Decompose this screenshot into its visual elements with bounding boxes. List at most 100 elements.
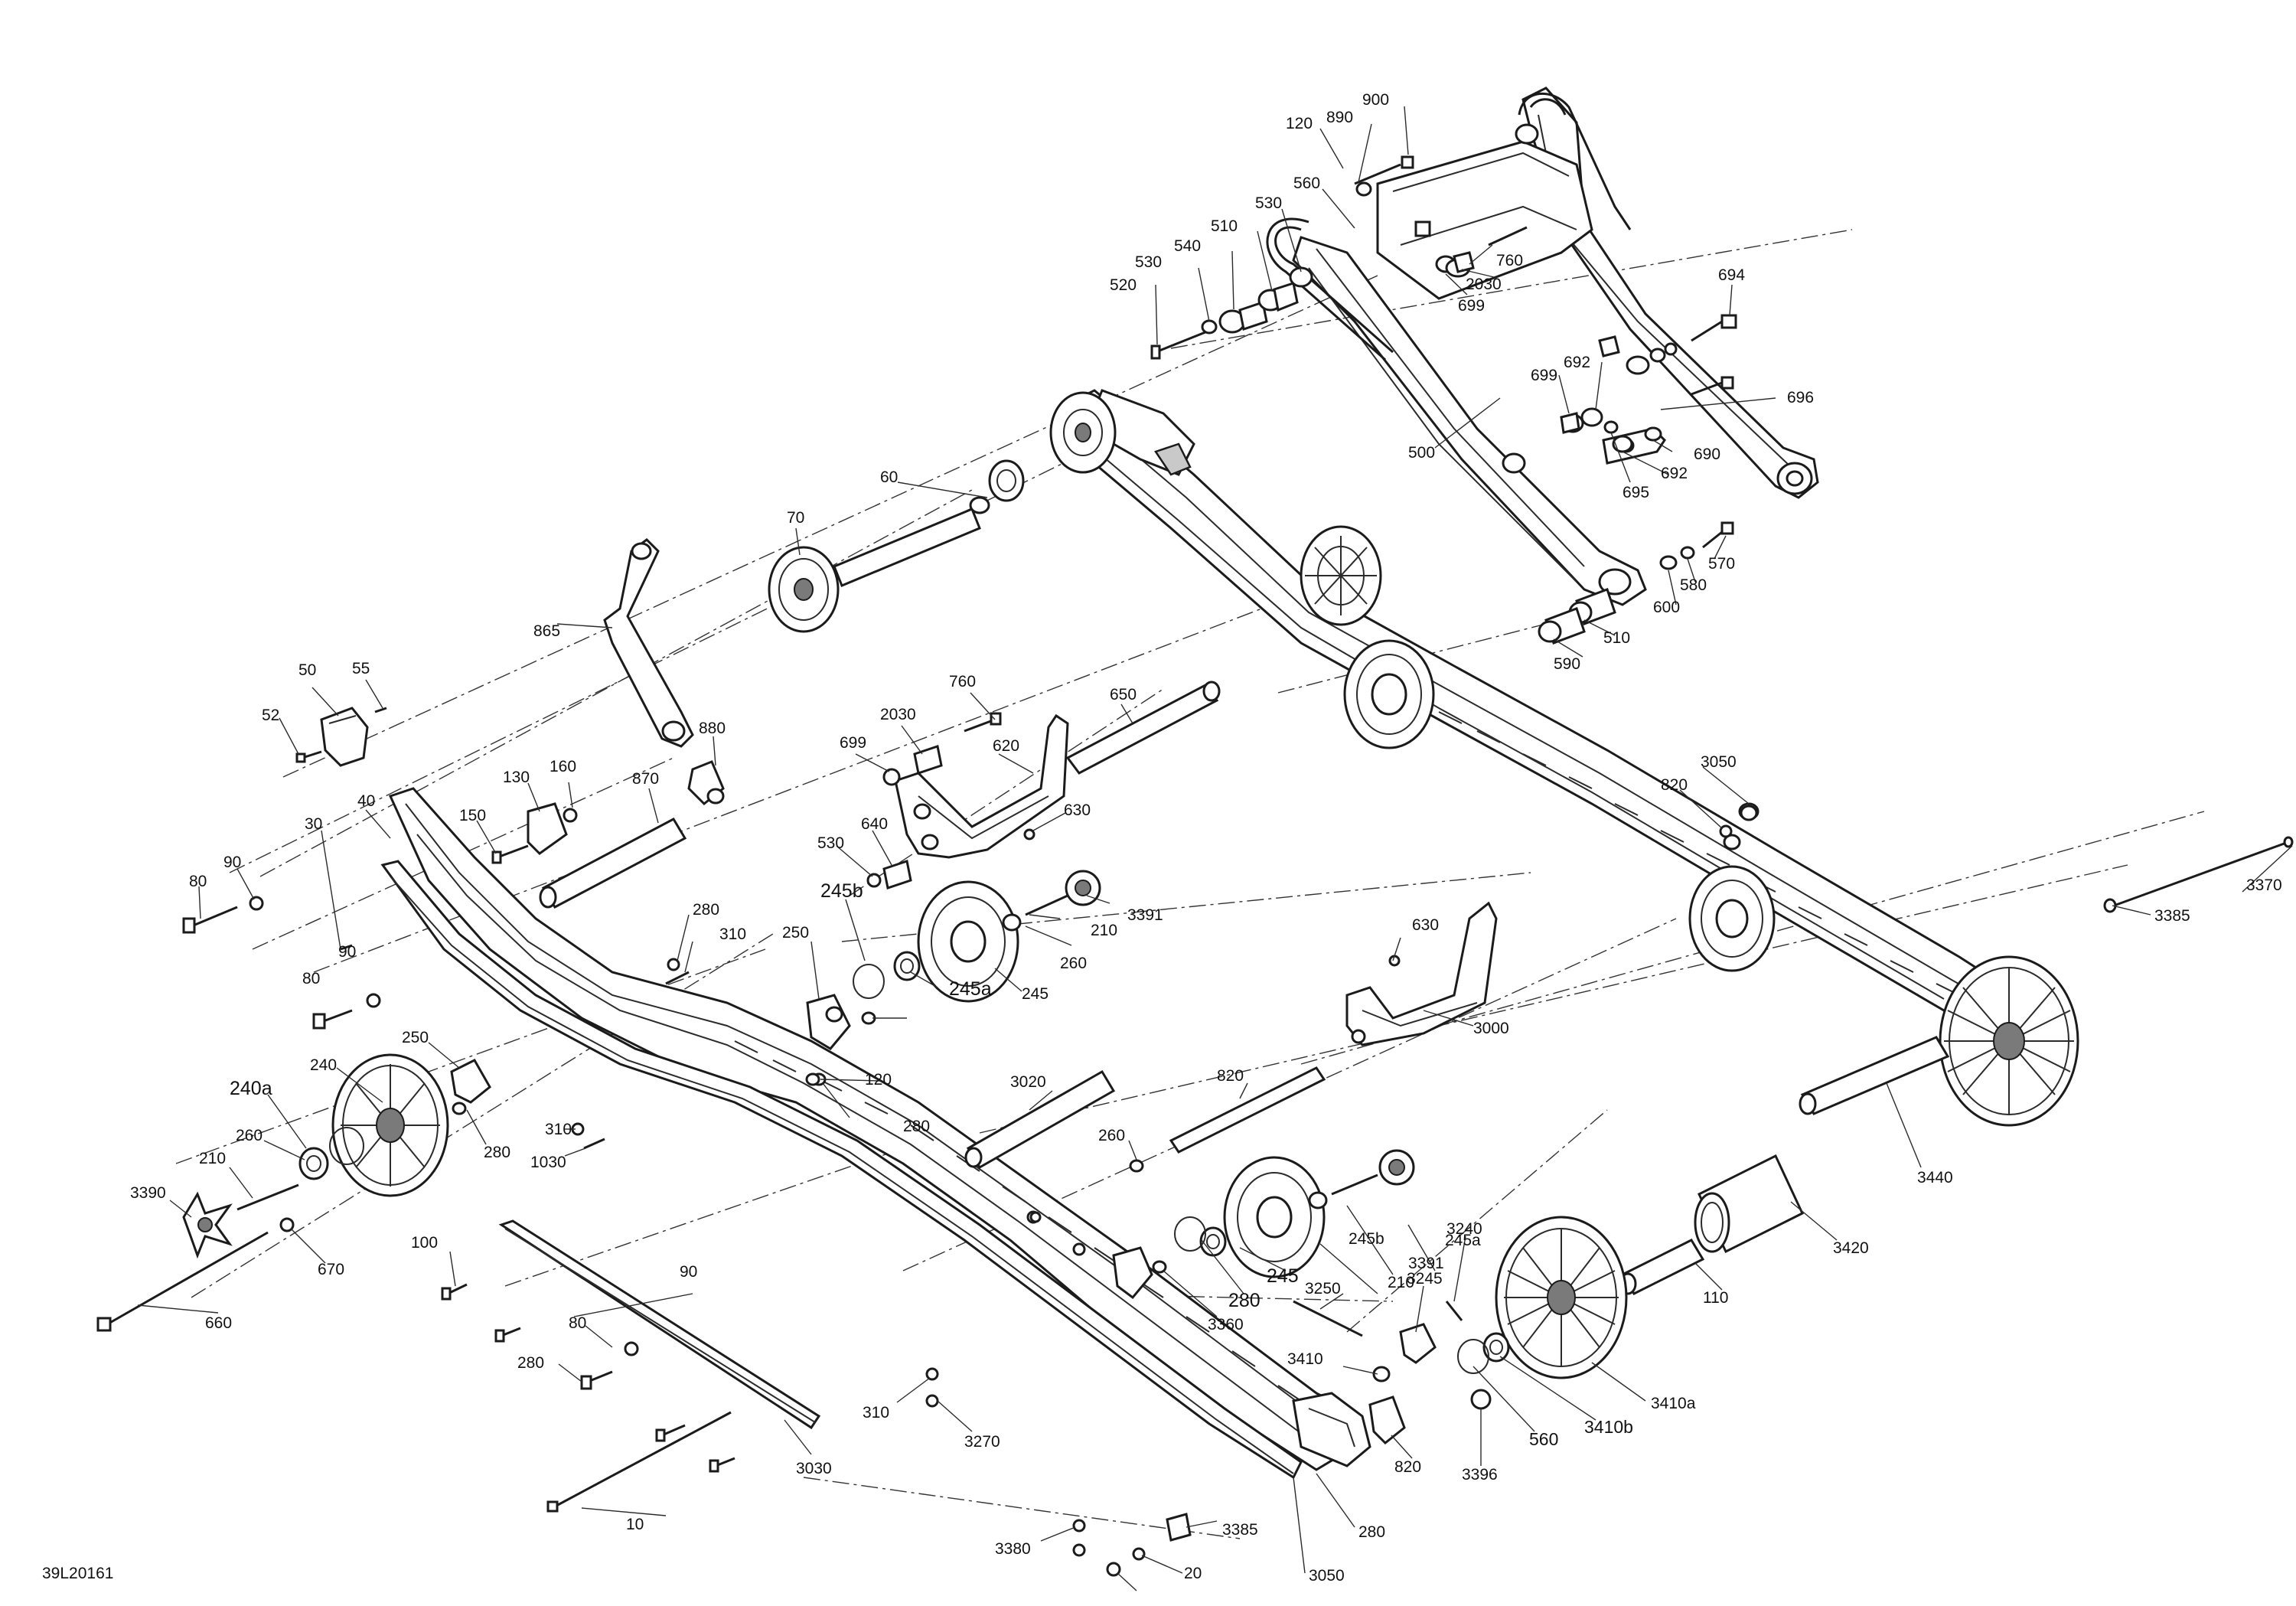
callout-label: 310 xyxy=(719,925,746,943)
callout-label: 530 xyxy=(1255,194,1282,212)
callout-label: 3000 xyxy=(1473,1020,1509,1037)
callout-label: 3245 xyxy=(1407,1270,1443,1288)
callout-label: 245b xyxy=(820,880,863,902)
callout-label: 510 xyxy=(1603,629,1630,647)
callout-label: 250 xyxy=(782,924,809,942)
callout-label: 52 xyxy=(262,707,279,724)
callout-label: 3391 xyxy=(1127,906,1163,924)
callout-label: 245b xyxy=(1349,1230,1384,1248)
callout-label: 695 xyxy=(1623,484,1649,501)
right-slide-rail xyxy=(1049,389,2079,1127)
callout-label: 3396 xyxy=(1462,1466,1498,1484)
callout-label: 110 xyxy=(1703,1289,1728,1307)
callout-label: 2030 xyxy=(1466,276,1502,293)
callout-label: 50 xyxy=(298,661,316,679)
callout-label: 80 xyxy=(302,970,320,987)
callout-label: 620 xyxy=(993,737,1019,755)
callout-label: 3020 xyxy=(1010,1073,1046,1091)
callout-labels: 120 890 900 560 530 510 540 530 520 760 … xyxy=(130,91,2282,1585)
callout-label: 500 xyxy=(1408,444,1435,462)
callout-label: 699 xyxy=(840,734,866,752)
callout-label: 3390 xyxy=(130,1184,166,1202)
callout-label: 245a xyxy=(949,978,992,1000)
callout-label: 20 xyxy=(1184,1565,1202,1582)
callout-label: 245 xyxy=(1022,985,1049,1003)
rail-slots xyxy=(1438,711,1960,996)
callout-label: 880 xyxy=(699,720,726,737)
callout-label: 260 xyxy=(236,1127,263,1144)
callout-label: 90 xyxy=(223,854,241,871)
callout-label: 280 xyxy=(693,901,719,919)
callout-label: 100 xyxy=(411,1234,438,1252)
callout-label: 90 xyxy=(680,1263,697,1281)
callout-label: 630 xyxy=(1064,801,1091,819)
callout-label: 699 xyxy=(1531,367,1557,384)
callout-label: 280 xyxy=(1358,1523,1385,1541)
callout-label: 510 xyxy=(1211,217,1238,235)
callout-label: 3420 xyxy=(1833,1239,1869,1257)
callout-label: 570 xyxy=(1708,555,1735,573)
callout-label: 160 xyxy=(550,758,576,775)
callout-label: 520 xyxy=(1110,276,1137,294)
callout-label: 690 xyxy=(1694,446,1720,463)
callout-label: 870 xyxy=(632,770,659,788)
callout-label: 900 xyxy=(1362,91,1389,109)
callout-label: 696 xyxy=(1787,389,1814,406)
callout-label: 3410b xyxy=(1584,1417,1633,1437)
callout-label: 3360 xyxy=(1208,1316,1244,1333)
callout-label: 3410a xyxy=(1651,1395,1696,1412)
figure-id-label: 39L20161 xyxy=(42,1565,113,1582)
callout-label: 60 xyxy=(880,468,898,486)
callout-label: 530 xyxy=(1135,253,1162,271)
callout-label: 820 xyxy=(1661,776,1688,794)
callout-label: 3440 xyxy=(1917,1169,1953,1187)
callout-label: 820 xyxy=(1394,1458,1421,1476)
callout-label: 245a xyxy=(1445,1232,1481,1249)
callout-label: 590 xyxy=(1554,655,1580,673)
callout-label: 210 xyxy=(1388,1274,1414,1291)
callout-label: 694 xyxy=(1718,266,1745,284)
callout-label: 30 xyxy=(305,815,322,833)
callout-label: 40 xyxy=(357,792,375,810)
callout-label: 310 xyxy=(863,1404,889,1422)
callout-label: 560 xyxy=(1529,1429,1558,1449)
callout-label: 692 xyxy=(1661,465,1688,482)
left-parts xyxy=(96,459,2294,1577)
callout-label: 760 xyxy=(949,673,976,690)
callout-label: 80 xyxy=(569,1314,586,1332)
callout-label: 3050 xyxy=(1701,753,1737,771)
callout-label: 760 xyxy=(1496,252,1523,269)
callout-label: 530 xyxy=(817,834,844,852)
callout-label: 2030 xyxy=(880,706,916,723)
left-slide-rail xyxy=(380,787,1371,1480)
callout-label: 240 xyxy=(310,1056,337,1074)
callout-label: 660 xyxy=(205,1314,232,1332)
callout-label: 260 xyxy=(1098,1127,1125,1144)
callout-label: 890 xyxy=(1326,109,1353,126)
callout-label: 150 xyxy=(459,807,486,824)
callout-label: 55 xyxy=(352,660,370,677)
callout-label: 120 xyxy=(1286,115,1313,132)
callout-label: 260 xyxy=(1060,955,1087,972)
callout-label: 120 xyxy=(865,1071,892,1089)
callout-label: 210 xyxy=(199,1150,226,1167)
callout-label: 670 xyxy=(318,1261,344,1278)
callout-label: 630 xyxy=(1412,916,1439,934)
callout-label: 580 xyxy=(1680,576,1707,594)
callout-label: 80 xyxy=(189,873,207,890)
callout-label: 820 xyxy=(1217,1067,1244,1085)
callout-label: 692 xyxy=(1564,354,1590,371)
callout-label: 310 xyxy=(545,1121,572,1138)
callout-label: 240a xyxy=(230,1078,272,1099)
callout-label: 280 xyxy=(484,1144,510,1161)
callout-label: 560 xyxy=(1293,175,1320,192)
leader-lines xyxy=(137,106,2293,1591)
callout-label: 3030 xyxy=(796,1460,832,1477)
callout-label: 245 xyxy=(1267,1265,1299,1287)
callout-label: 1030 xyxy=(530,1154,566,1171)
callout-label: 3385 xyxy=(1222,1521,1258,1539)
callout-label: 90 xyxy=(338,943,356,961)
callout-label: 650 xyxy=(1110,686,1137,703)
callout-label: 280 xyxy=(517,1354,544,1372)
